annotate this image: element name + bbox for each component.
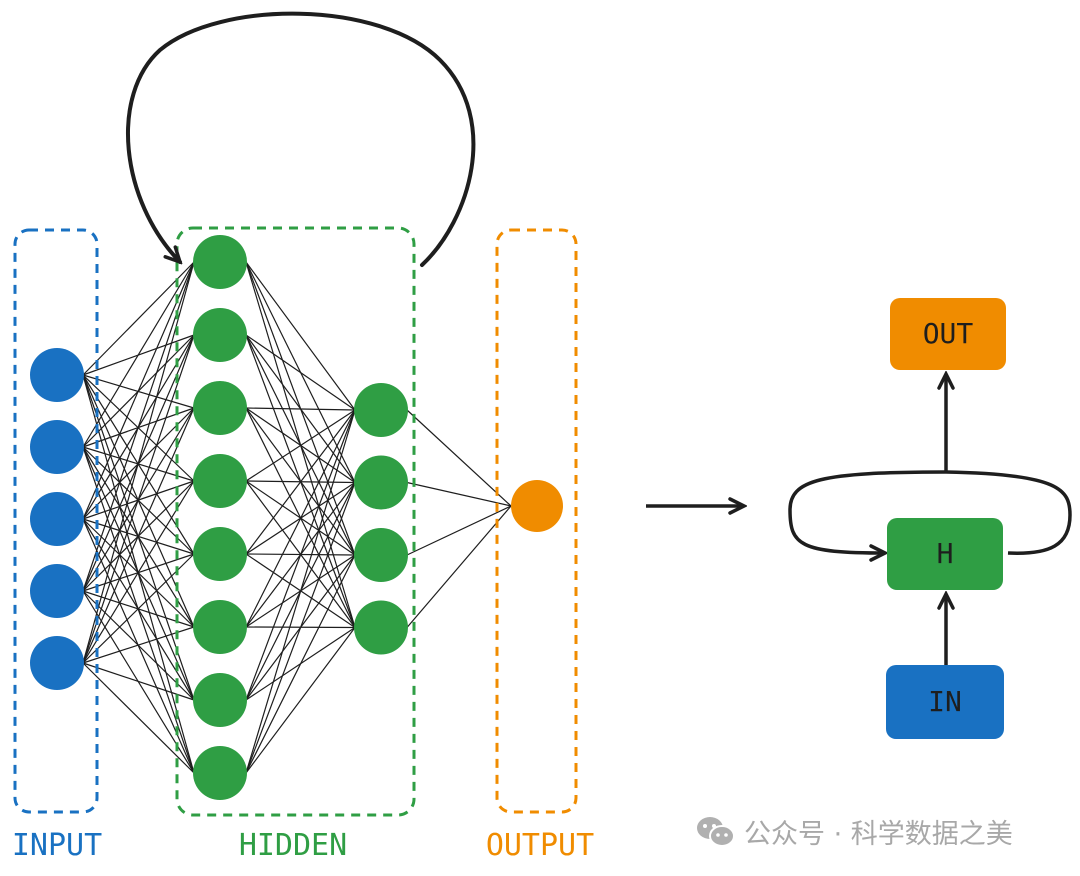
hidden-1-neuron — [193, 381, 247, 435]
connection-line — [245, 554, 356, 774]
rnn-loop — [788, 470, 1072, 553]
hidden-1-neuron — [193, 527, 247, 581]
connection-line — [245, 409, 356, 628]
input-neuron — [30, 492, 84, 546]
hidden-2-neuron — [354, 528, 408, 582]
connection-line — [245, 261, 356, 411]
connection-line — [245, 334, 356, 411]
rnn-h-box — [887, 518, 1003, 590]
output-label: OUTPUT — [486, 828, 594, 863]
hidden-2-neuron — [354, 600, 408, 655]
wechat-icon — [697, 816, 735, 847]
connection-line — [82, 662, 195, 701]
rnn-in-label: IN — [928, 685, 962, 718]
hidden-2-neuron — [354, 383, 408, 437]
hidden-1-neuron — [193, 308, 247, 362]
connection-line — [82, 261, 195, 448]
input-neuron — [30, 420, 84, 474]
connection-line — [245, 409, 356, 555]
rnn-in-box — [886, 665, 1004, 739]
hidden-1-neuron — [193, 454, 247, 508]
recurrent-loop-arrow — [126, 11, 476, 267]
watermark-text: 公众号 · 科学数据之美 — [744, 819, 1013, 850]
connection-line — [406, 505, 512, 556]
connection-line — [82, 407, 195, 664]
hidden-2-neuron — [354, 455, 408, 510]
connection-line — [82, 662, 195, 774]
input-neuron — [30, 636, 84, 690]
hidden-label: HIDDEN — [239, 828, 347, 863]
rnn-out-label: OUT — [923, 317, 974, 350]
connection-line — [245, 409, 356, 774]
rnn-out-box — [890, 298, 1006, 370]
connection-line — [245, 627, 356, 774]
connection-line — [406, 481, 512, 507]
connection-line — [406, 409, 512, 507]
connection-line — [245, 407, 356, 411]
input-neuron — [30, 348, 84, 402]
neurons — [30, 235, 563, 800]
connection-line — [82, 334, 195, 664]
hidden-1-neuron — [193, 235, 247, 289]
connection-line — [245, 409, 356, 482]
watermark: 公众号 · 科学数据之美 — [696, 812, 1013, 851]
input-label: INPUT — [12, 828, 102, 863]
connection-line — [245, 409, 356, 701]
hidden-1-neuron — [193, 673, 247, 727]
hidden-layer-box — [175, 226, 416, 817]
connection-line — [406, 505, 512, 628]
connection-line — [245, 482, 356, 774]
connections — [82, 261, 512, 774]
hidden-1-neuron — [193, 600, 247, 654]
rnn-h-label: H — [937, 537, 954, 570]
connection-line — [82, 261, 195, 520]
input-neuron — [30, 564, 84, 618]
input-layer-box — [13, 228, 99, 814]
output-layer-box — [495, 228, 578, 814]
output-neuron — [511, 480, 563, 532]
hidden-1-neuron — [193, 746, 247, 800]
connection-line — [82, 480, 195, 664]
